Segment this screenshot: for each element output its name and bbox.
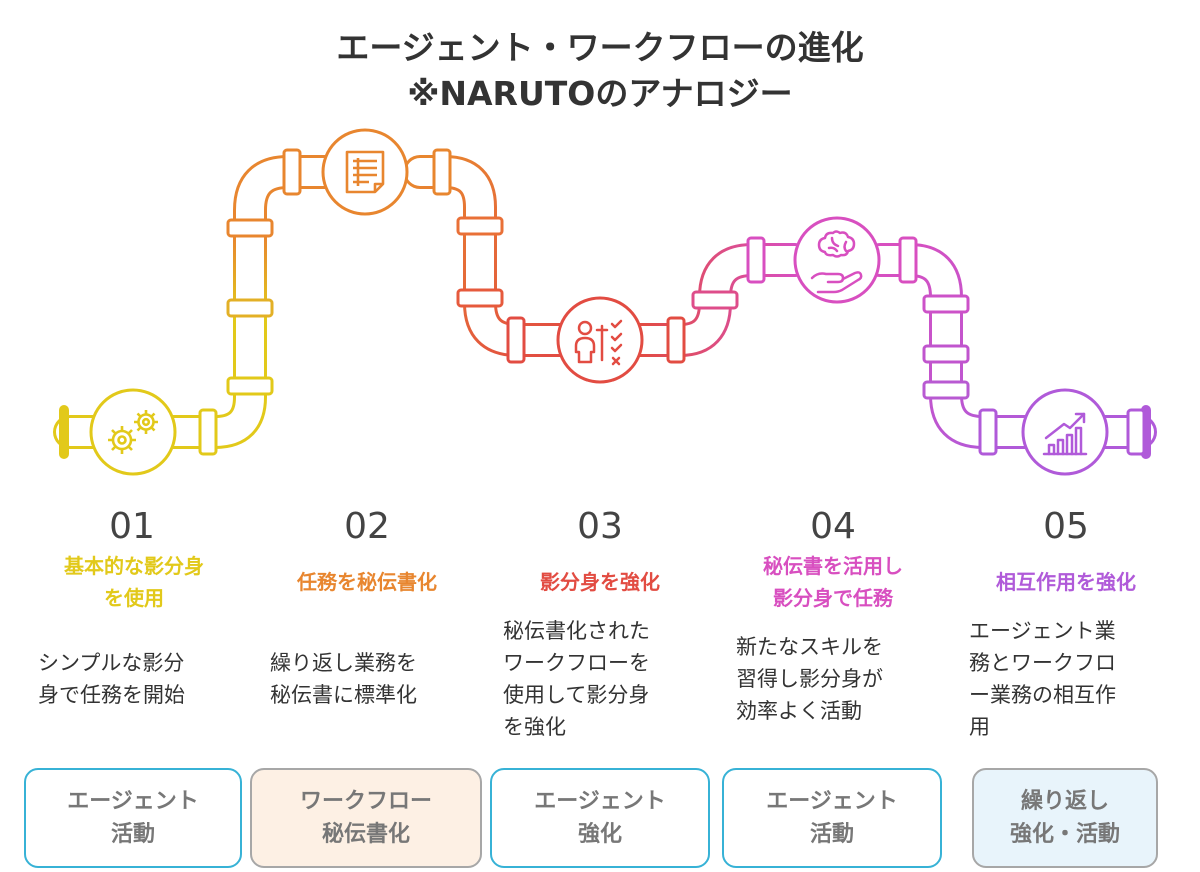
tag-agent-activity-1: エージェント 活動 bbox=[24, 768, 242, 868]
tag-agent-activity-2: エージェント 活動 bbox=[722, 768, 942, 868]
diagram-title: エージェント・ワークフローの進化 bbox=[336, 28, 864, 67]
pipe-segment-1 bbox=[53, 155, 347, 449]
stage-description-04: 新たなスキルを 習得し影分身が 効率よく活動 bbox=[736, 635, 883, 723]
stage-number-03: 03 bbox=[577, 506, 623, 547]
document-list-icon bbox=[321, 128, 409, 216]
stage-heading-02: 任務を秘伝書化 bbox=[297, 570, 437, 594]
stage-heading-03: 影分身を強化 bbox=[540, 570, 660, 594]
stage-number-01: 01 bbox=[109, 506, 155, 547]
brain-hand-icon bbox=[793, 216, 881, 304]
stage-number-05: 05 bbox=[1043, 506, 1089, 547]
pipe-couplings bbox=[198, 148, 1146, 456]
diagram-subtitle: ※NARUTOのアナロジー bbox=[407, 74, 793, 113]
stage-heading-01: 基本的な影分身 を使用 bbox=[64, 554, 204, 610]
stage-description-03: 秘伝書化された ワークフローを 使用して影分身 を強化 bbox=[503, 619, 650, 739]
tag-agent-enhance: エージェント 強化 bbox=[490, 768, 710, 868]
stage-description-05: エージェント業 務とワークフロ ー業務の相互作 用 bbox=[969, 619, 1116, 739]
stage-number-02: 02 bbox=[344, 506, 390, 547]
gears-icon bbox=[89, 388, 177, 476]
stage-number-04: 04 bbox=[810, 506, 856, 547]
stage-heading-04: 秘伝書を活用し 影分身で任務 bbox=[763, 554, 903, 610]
tag-workflow-scroll: ワークフロー 秘伝書化 bbox=[250, 768, 482, 868]
tag-repeat-enhance-activity: 繰り返し 強化・活動 bbox=[972, 768, 1158, 868]
person-checklist-icon bbox=[556, 296, 644, 384]
stage-description-02: 繰り返し業務を 秘伝書に標準化 bbox=[270, 651, 417, 707]
pipeline-graphic bbox=[53, 128, 1157, 476]
growth-chart-icon bbox=[1021, 388, 1109, 476]
stage-heading-05: 相互作用を強化 bbox=[996, 570, 1136, 594]
stage-description-01: シンプルな影分 身で任務を開始 bbox=[38, 651, 185, 707]
